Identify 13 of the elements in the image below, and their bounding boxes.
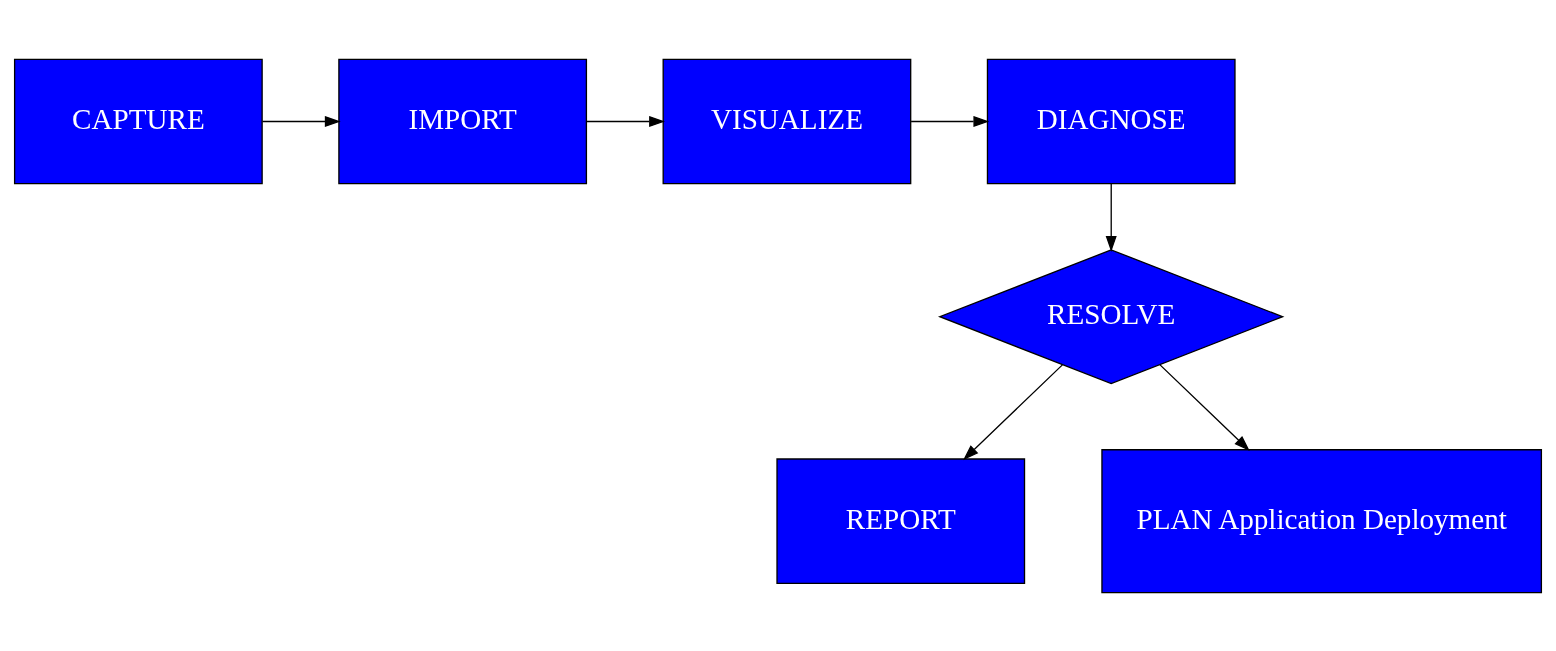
node-diamond: RESOLVE [938, 248, 1285, 384]
node-box: PLAN Application Deployment [1101, 448, 1543, 593]
node-box: VISUALIZE [662, 58, 912, 184]
arrow [1159, 363, 1250, 451]
arrow [586, 115, 665, 127]
arrow [261, 115, 341, 127]
node-box: REPORT [776, 457, 1026, 584]
node-box: IMPORT [338, 58, 588, 184]
node-box: CAPTURE [13, 58, 263, 184]
arrow [963, 363, 1064, 460]
arrow [910, 115, 990, 127]
node-box: DIAGNOSE [986, 58, 1236, 184]
arrow [1105, 182, 1117, 252]
